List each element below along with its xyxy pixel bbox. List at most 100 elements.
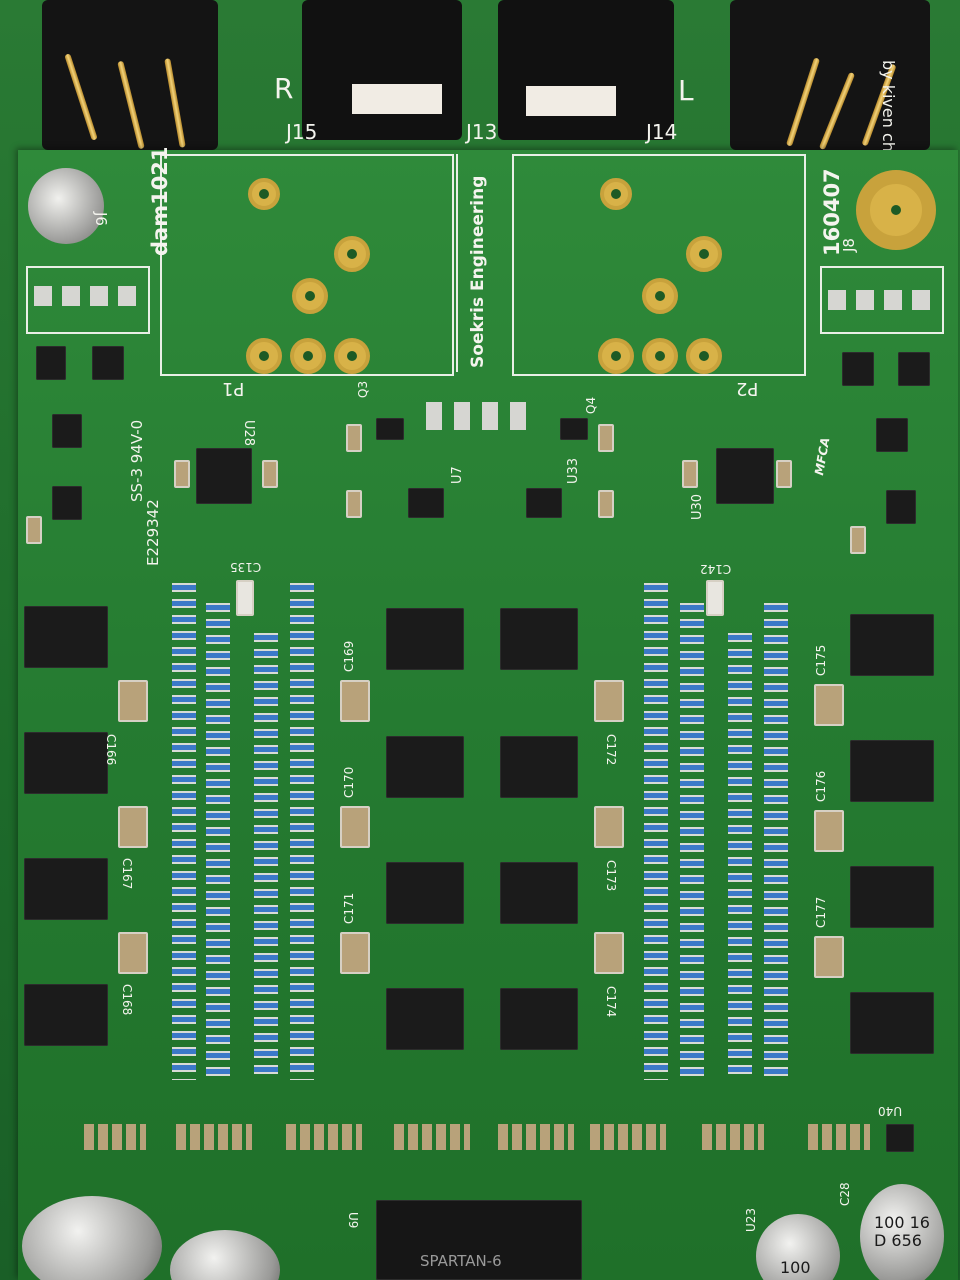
gold-pad xyxy=(334,338,370,374)
resistor-ladder-1c xyxy=(254,630,278,1080)
gold-pad xyxy=(642,338,678,374)
cap-c169 xyxy=(340,680,370,722)
latch-ic xyxy=(386,988,464,1050)
ceramic-cap xyxy=(174,460,190,488)
ic-u28 xyxy=(196,448,252,504)
label-q4: Q4 xyxy=(584,396,598,414)
reg-right-1 xyxy=(842,352,874,386)
ic-u7 xyxy=(408,488,444,518)
cap-row xyxy=(808,1124,870,1150)
ceramic-cap xyxy=(26,516,42,544)
label-j8: J8 xyxy=(840,238,858,252)
electrolytic-cap-c28 xyxy=(860,1184,944,1280)
j6-pads xyxy=(34,286,144,306)
white-latch-j14 xyxy=(526,86,616,116)
label-cap-value-left: 100 xyxy=(780,1258,811,1277)
reg-left-1 xyxy=(36,346,66,380)
cap-c167 xyxy=(118,806,148,848)
center-strip xyxy=(456,154,514,372)
p1-outline xyxy=(160,154,454,376)
latch-ic xyxy=(24,606,108,668)
xlr-jack-j14 xyxy=(498,0,674,140)
reg-right-4 xyxy=(886,490,916,524)
cap-c135 xyxy=(236,580,254,616)
ceramic-cap xyxy=(682,460,698,488)
reg-right-3 xyxy=(876,418,908,452)
transistor-q3 xyxy=(376,418,404,440)
mounting-hole-right xyxy=(856,170,936,250)
label-c177: C177 xyxy=(814,896,828,928)
reg-left-2 xyxy=(92,346,124,380)
gold-pad xyxy=(598,338,634,374)
label-j6: J6 xyxy=(92,212,110,226)
label-c176: C176 xyxy=(814,770,828,802)
label-c170: C170 xyxy=(342,766,356,798)
ic-u30 xyxy=(716,448,774,504)
cap-c174 xyxy=(594,932,624,974)
latch-ic xyxy=(500,862,578,924)
header-left xyxy=(42,0,218,150)
cap-c177 xyxy=(814,936,844,978)
label-j15: J15 xyxy=(286,120,318,144)
gold-pad xyxy=(292,278,328,314)
label-e229342: E229342 xyxy=(144,499,162,566)
latch-ic xyxy=(850,992,934,1054)
label-c167: C167 xyxy=(120,858,134,890)
reg-left-3 xyxy=(52,414,82,448)
label-u23: U23 xyxy=(744,1207,758,1232)
label-c172: C172 xyxy=(604,734,618,766)
j8-footprint xyxy=(820,266,944,334)
label-c175: C175 xyxy=(814,644,828,676)
electrolytic-cap xyxy=(22,1196,162,1280)
label-u40: U40 xyxy=(878,1104,903,1118)
label-c168: C168 xyxy=(120,984,134,1016)
label-c28: C28 xyxy=(838,1182,852,1206)
label-u33: U33 xyxy=(566,457,581,484)
reg-right-2 xyxy=(898,352,930,386)
cap-c176 xyxy=(814,810,844,852)
cap-c172 xyxy=(594,680,624,722)
gold-pad xyxy=(290,338,326,374)
electrolytic-cap-u23 xyxy=(756,1214,840,1280)
j6-footprint xyxy=(26,266,150,334)
white-latch-j15 xyxy=(352,84,442,114)
label-p1: P1 xyxy=(222,378,245,399)
label-cap-value-right: 100 16 D 656 xyxy=(874,1213,930,1250)
gold-pad xyxy=(334,236,370,272)
cap-c166 xyxy=(118,680,148,722)
cap-c173 xyxy=(594,806,624,848)
label-u28: U28 xyxy=(241,420,256,447)
label-c135: C135 xyxy=(230,560,262,574)
resistor-ladder-1d xyxy=(290,580,314,1080)
resistor-ladder-1b xyxy=(206,600,230,1080)
transistor-q4 xyxy=(560,418,588,440)
mounting-screw-left xyxy=(28,168,104,244)
label-c171: C171 xyxy=(342,892,356,924)
latch-ic xyxy=(24,858,108,920)
cap-c142 xyxy=(706,580,724,616)
cap-c171 xyxy=(340,932,370,974)
label-q3: Q3 xyxy=(356,380,370,398)
latch-ic xyxy=(850,740,934,802)
latch-ic xyxy=(500,736,578,798)
cap-row xyxy=(498,1124,574,1150)
label-p2: P2 xyxy=(736,378,759,399)
latch-ic xyxy=(386,736,464,798)
latch-ic xyxy=(850,614,934,676)
label-u9: U9 xyxy=(346,1212,360,1229)
latch-ic xyxy=(500,988,578,1050)
xlr-jack-j15 xyxy=(302,0,462,140)
latch-ic xyxy=(24,732,108,794)
resistor-ladder-2c xyxy=(728,630,752,1080)
resistor-ladder-2b xyxy=(680,600,704,1080)
resistor-ladder-1a xyxy=(172,580,196,1080)
gold-pad xyxy=(248,178,280,210)
ic-u33 xyxy=(526,488,562,518)
label-r: R xyxy=(274,72,294,105)
label-spartan: SPARTAN-6 xyxy=(420,1252,502,1270)
j8-pads xyxy=(828,290,938,310)
ceramic-cap xyxy=(776,460,792,488)
cap-row xyxy=(702,1124,764,1150)
reg-left-4 xyxy=(52,486,82,520)
